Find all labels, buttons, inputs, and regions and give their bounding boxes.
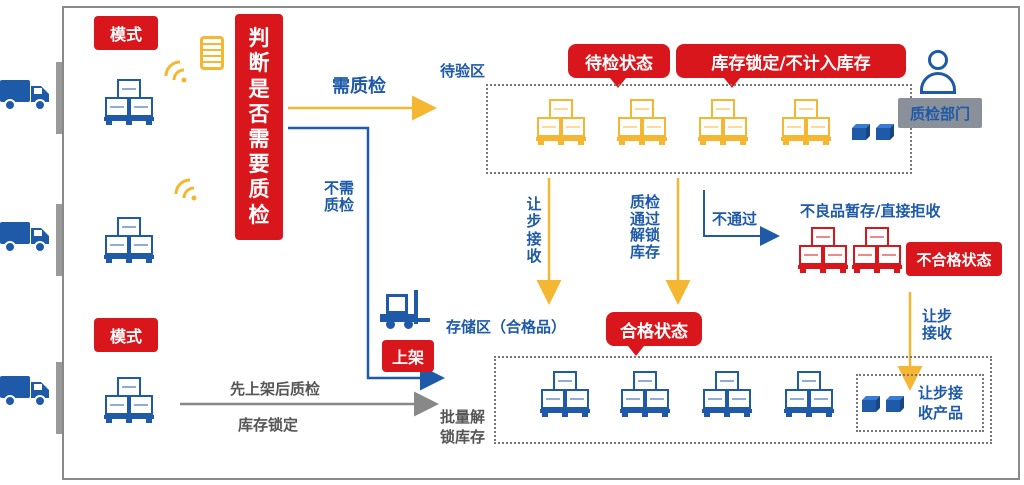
mode-tag-top: 模式	[94, 16, 158, 50]
pending-status-tag: 待检状态	[568, 44, 670, 78]
tag-pointer	[724, 78, 740, 88]
forklift-icon	[380, 290, 430, 330]
pallet-boxes-icon	[619, 371, 671, 418]
tag-pointer	[610, 78, 626, 88]
stock-lock-label: 库存锁定	[238, 416, 299, 434]
tag-pointer	[628, 346, 644, 356]
small-box-icon	[876, 124, 894, 140]
not-pass-label: 不通过	[712, 210, 758, 228]
shelve-tag: 上架	[382, 340, 434, 372]
need-qc-label: 需质检	[332, 76, 386, 97]
storage-area-label: 存储区（合格品）	[446, 318, 567, 336]
qc-dept-label: 质检部门	[898, 98, 982, 128]
unqualified-status-tag: 不合格状态	[906, 242, 1002, 276]
storage-area-box	[494, 356, 992, 444]
pallet-boxes-icon	[797, 227, 849, 274]
let-receive-product-box	[856, 374, 984, 432]
small-box-icon	[886, 396, 904, 412]
pallet-boxes-icon	[616, 99, 668, 146]
no-qc-label: 不需质检	[324, 179, 355, 215]
pending-area-box	[486, 84, 912, 174]
small-box-icon	[852, 124, 870, 140]
stock-locked-tag: 库存锁定/不计入库存	[676, 44, 906, 78]
defect-storage-label: 不良品暂存/直接拒收	[800, 202, 941, 220]
qualified-status-tag: 合格状态	[606, 312, 702, 346]
scanner-icon	[200, 36, 224, 70]
pallet-boxes-icon	[701, 371, 753, 418]
dock-bar	[56, 362, 62, 434]
let-receive-label: 让步接收	[526, 195, 542, 265]
qc-pass-unlock-label: 质检通过解锁库存	[629, 193, 660, 261]
pallet-boxes-icon	[697, 99, 749, 146]
batch-unlock-label: 批量解锁库存	[440, 408, 486, 446]
let-receive-product-label: 让步接收产品	[918, 384, 964, 422]
dock-bar	[56, 62, 62, 134]
mode-tag-bottom: 模式	[94, 318, 158, 352]
pallet-boxes-icon	[851, 227, 903, 274]
pallet-boxes-icon	[539, 371, 591, 418]
small-box-icon	[862, 396, 880, 412]
let-receive-label-2: 让步接收	[921, 307, 952, 343]
judge-qc-tag: 判断是否需要质检	[235, 14, 283, 240]
pallet-boxes-icon	[535, 99, 587, 146]
person-icon	[918, 50, 958, 94]
pallet-boxes-icon	[780, 99, 832, 146]
dock-bar	[56, 204, 62, 276]
pending-area-label: 待验区	[440, 62, 486, 80]
pallet-boxes-icon	[783, 371, 835, 418]
shelve-first-label: 先上架后质检	[230, 380, 321, 398]
